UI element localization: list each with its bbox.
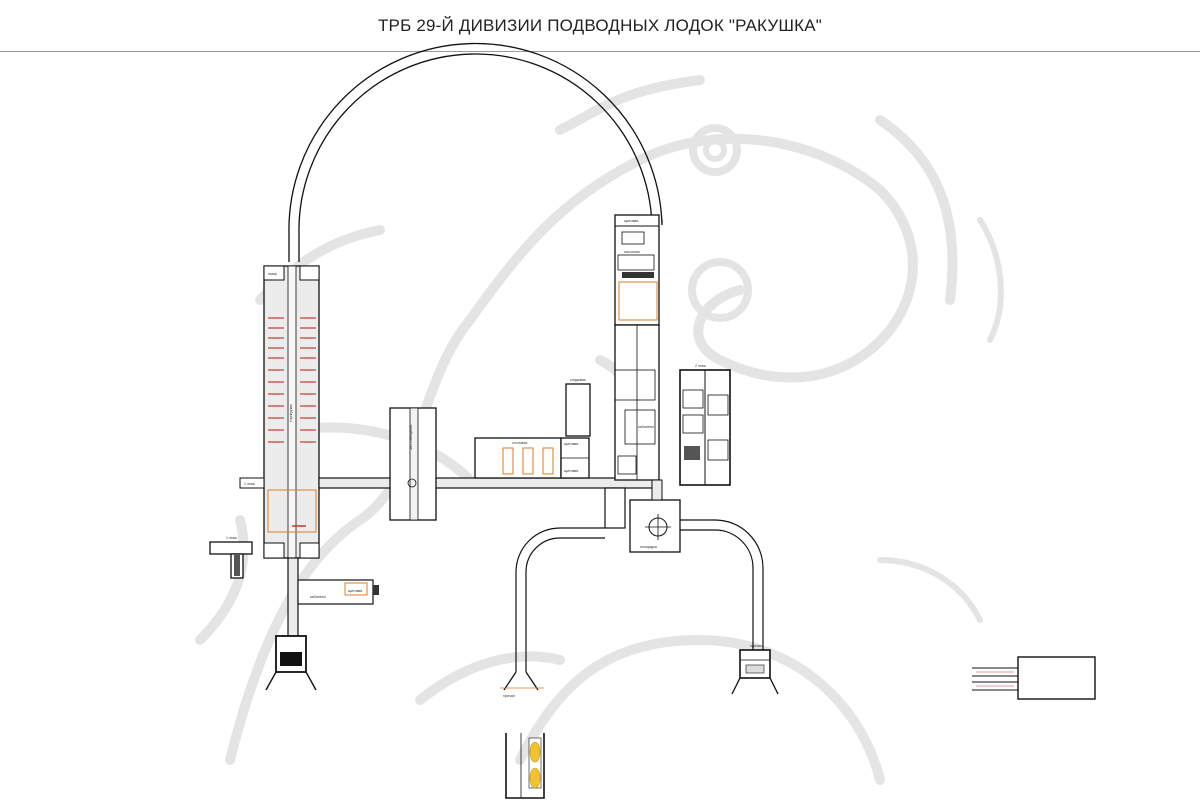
main-corridor xyxy=(318,477,657,489)
left-lower-corridor xyxy=(287,557,379,637)
detail-box xyxy=(972,656,1096,700)
right-building xyxy=(614,214,660,481)
label-center-block-left: зал совещаний xyxy=(409,425,413,450)
label-center-room-c: кладовая xyxy=(570,378,586,382)
left-side-room xyxy=(239,477,265,489)
left-building xyxy=(263,265,320,559)
label-center-block-right: столовая xyxy=(512,441,527,445)
left-curved-tunnel xyxy=(515,527,605,672)
label-right-separate-block: 2 этаж xyxy=(695,364,706,368)
center-block xyxy=(474,383,591,479)
center-dock xyxy=(500,671,544,691)
label-dock-right: причал xyxy=(750,644,762,648)
right-separate-block xyxy=(679,369,731,486)
left-small-block xyxy=(209,541,253,579)
right-dock xyxy=(731,649,779,695)
label-left-corridor-mid: торпедная xyxy=(289,404,293,422)
label-center-room-b: щитовая xyxy=(564,469,578,473)
label-annex: кабинеты xyxy=(310,595,326,599)
right-curved-tunnel xyxy=(680,519,764,650)
arched-tunnel xyxy=(288,42,663,262)
watermark-emblem xyxy=(195,75,1004,785)
label-left-side-room: 1 этаж xyxy=(244,482,255,486)
label-right-top-room: щитовая xyxy=(624,219,638,223)
label-annex-b: щитовая xyxy=(348,589,362,593)
label-right-room-a: кабинеты xyxy=(638,425,654,429)
page-title: ТРБ 29-Й ДИВИЗИИ ПОДВОДНЫХ ЛОДОК "РАКУШК… xyxy=(377,16,823,35)
label-right-panel: насосная xyxy=(624,250,640,254)
label-dock-center: причал xyxy=(503,694,515,698)
center-left-block xyxy=(389,407,437,521)
label-left-small-block: 1 этаж xyxy=(226,536,237,540)
label-left-corridor-top: пкаф xyxy=(268,272,277,276)
boat-bay xyxy=(505,733,545,799)
label-center-room-a: щитовая xyxy=(564,442,578,446)
left-dock xyxy=(265,635,317,691)
junction xyxy=(604,479,681,553)
label-junction: площадка xyxy=(640,545,657,549)
header: ТРБ 29-Й ДИВИЗИИ ПОДВОДНЫХ ЛОДОК "РАКУШК… xyxy=(0,0,1200,52)
title-divider xyxy=(0,51,1200,52)
